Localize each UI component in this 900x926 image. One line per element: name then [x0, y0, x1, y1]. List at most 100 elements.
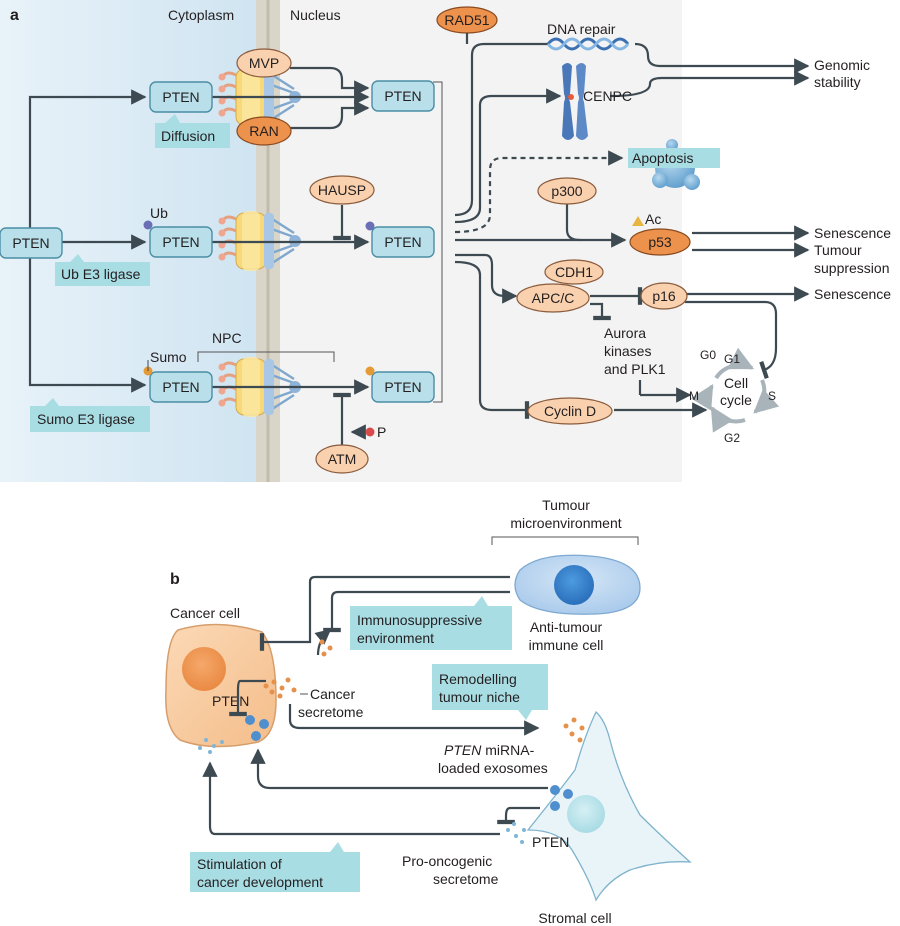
svg-text:p300: p300 [551, 183, 582, 199]
g1-label: G1 [724, 352, 740, 366]
cancer-cell [165, 623, 277, 748]
stromal-cell-label: Stromal cell [538, 910, 611, 926]
mvp-oval: MVP [236, 48, 292, 78]
immunosuppressive-callout: Immunosuppressive environment [350, 596, 512, 650]
ran-oval: RAN [236, 116, 292, 146]
svg-text:RAN: RAN [249, 123, 279, 139]
ub-modification-dot [143, 220, 153, 230]
nucleus-label: Nucleus [290, 7, 341, 23]
svg-text:Cyclin D: Cyclin D [544, 403, 596, 419]
svg-text:PTEN: PTEN [162, 89, 199, 105]
svg-text:MVP: MVP [249, 55, 279, 71]
svg-text:p16: p16 [652, 288, 676, 304]
svg-text:p53: p53 [648, 234, 672, 250]
sumo-label: Sumo [150, 349, 187, 365]
pten-box-nucleus-bottom: PTEN [371, 371, 435, 403]
svg-text:environment: environment [357, 630, 434, 646]
stromal-cell [526, 710, 692, 902]
stimulation-callout: Stimulation of cancer development [190, 842, 360, 892]
npc-bracket: NPC [197, 330, 335, 362]
atm-oval: ATM [315, 444, 369, 474]
apc-c-oval: APC/C [516, 283, 590, 313]
ac-label: Ac [645, 211, 661, 227]
phosphate-label: P [377, 424, 386, 440]
g2-label: G2 [724, 431, 740, 445]
cdh1-oval: CDH1 [544, 259, 604, 285]
panel-b-label: b [170, 571, 180, 588]
genomic-stability-label-2: stability [814, 74, 861, 90]
hausp-oval: HAUSP [309, 175, 375, 205]
stromal-cell-nucleus [567, 795, 605, 833]
stromal-pten-label: PTEN [532, 834, 569, 850]
p53-oval: p53 [629, 228, 691, 256]
s-label: S [768, 389, 776, 403]
aurora-label-3: and PLK1 [604, 361, 666, 377]
npc-label: NPC [212, 330, 242, 346]
svg-text:PTEN: PTEN [162, 379, 199, 395]
microenvironment-label-1: Tumour [542, 497, 590, 513]
cancer-secretome-label-2: secretome [298, 704, 364, 720]
svg-text:PTEN: PTEN [162, 234, 199, 250]
svg-text:tumour niche: tumour niche [439, 689, 520, 705]
cell-cycle-diagram: Cell cycle G0 G1 S G2 M [689, 347, 780, 445]
cancer-secretome-dots [263, 639, 585, 743]
svg-text:PTEN: PTEN [384, 379, 421, 395]
acetyl-triangle [632, 216, 644, 226]
cenpc-label: CENPC [583, 88, 632, 104]
svg-text:RAD51: RAD51 [444, 12, 489, 28]
svg-text:Diffusion: Diffusion [161, 128, 215, 144]
chromosome-icon [562, 63, 588, 140]
svg-text:CDH1: CDH1 [555, 264, 593, 280]
cytoplasm-label: Cytoplasm [168, 7, 234, 23]
svg-text:Immunosuppressive: Immunosuppressive [357, 612, 482, 628]
remodelling-callout: Remodelling tumour niche [432, 664, 548, 720]
sumo-modification-dot-nucleus [365, 366, 375, 376]
svg-text:APC/C: APC/C [532, 290, 575, 306]
tumour-suppression-label-1: Tumour [814, 242, 862, 258]
svg-text:Ub E3 ligase: Ub E3 ligase [61, 266, 141, 282]
svg-text:Stimulation of: Stimulation of [197, 856, 282, 872]
microenvironment-label-2: microenvironment [510, 515, 621, 531]
aurora-label-1: Aurora [604, 325, 646, 341]
svg-text:Cell: Cell [724, 375, 748, 391]
pro-oncogenic-label-1: Pro-oncogenic [402, 853, 492, 869]
svg-text:PTEN: PTEN [384, 234, 421, 250]
pten-box-cytoplasm-left: PTEN [0, 227, 63, 259]
mirna-exosomes-label-2: loaded exosomes [438, 760, 548, 776]
svg-text:PTEN: PTEN [384, 88, 421, 104]
mirna-exosomes-label-1: PTEN miRNA- [444, 742, 535, 758]
cancer-cell-label: Cancer cell [170, 605, 240, 621]
pten-box-ub: PTEN [149, 226, 213, 258]
panel-b: b Tumour microenvironment Cancer cell PT… [165, 497, 692, 926]
diffusion-callout: Diffusion [155, 114, 230, 148]
cyclin-d-oval: Cyclin D [527, 397, 613, 425]
cancer-pten-label: PTEN [212, 693, 249, 709]
p300-oval: p300 [537, 177, 597, 205]
senescence-label-p16: Senescence [814, 286, 891, 302]
dna-repair-label: DNA repair [547, 21, 616, 37]
exosome-dots [198, 715, 573, 844]
rad51-oval: RAD51 [436, 6, 498, 34]
m-label: M [689, 389, 699, 403]
panel-a: a Cytoplasm Nucleus PTEN PTEN [0, 0, 891, 482]
g0-label: G0 [700, 348, 716, 362]
p16-oval: p16 [640, 282, 688, 310]
panel-a-label: a [10, 7, 19, 24]
senescence-label-p53: Senescence [814, 225, 891, 241]
svg-text:PTEN: PTEN [12, 235, 49, 251]
ub-e3-ligase-callout: Ub E3 ligase [55, 254, 150, 286]
svg-text:Remodelling: Remodelling [439, 671, 517, 687]
aurora-label-2: kinases [604, 343, 651, 359]
cancer-cell-nucleus [182, 647, 226, 691]
immune-cell-nucleus [554, 565, 594, 605]
immune-cell [514, 554, 641, 615]
anti-tumour-label-1: Anti-tumour [530, 619, 603, 635]
dna-helix-icon [546, 37, 630, 51]
phosphate-dot [365, 427, 375, 437]
svg-text:cycle: cycle [720, 392, 752, 408]
pro-oncogenic-label-2: secretome [433, 871, 499, 887]
apoptosis-callout: Apoptosis [628, 148, 720, 168]
pten-box-sumo: PTEN [149, 371, 213, 403]
genomic-stability-label-1: Genomic [814, 57, 870, 73]
